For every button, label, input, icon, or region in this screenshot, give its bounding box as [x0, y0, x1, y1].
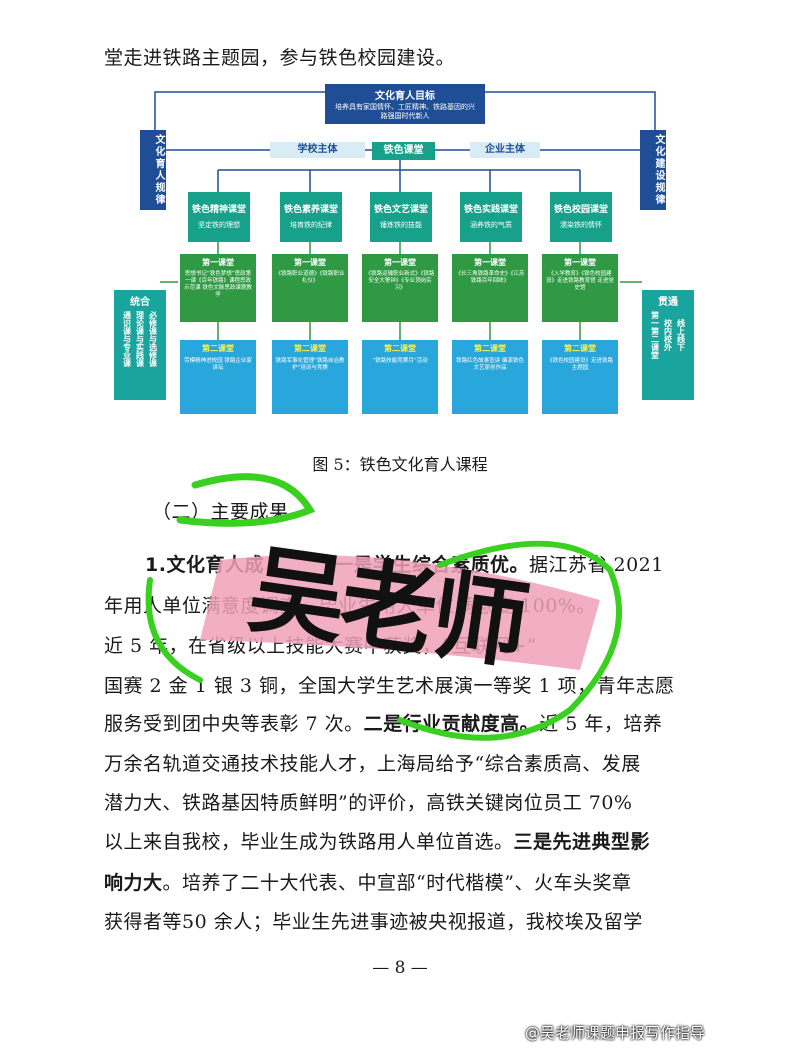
para-line-8: 以上来自我校，毕业生成为铁路用人单位首选。三是先进典型影 [104, 831, 651, 853]
course-box-5: 铁色校园课堂濡染铁的情怀 [550, 192, 612, 242]
curriculum-diagram: 文化育人目标 培养具有家国情怀、工匠精神、铁路基因的兴路强国时代新人 文化育人规… [110, 82, 694, 422]
first-class-box-3: 第一课堂《铁路运输职业新式》《铁路安全大警钟》《专业顶岗实习》 [362, 254, 438, 322]
first-class-box-1: 第一课堂思想书记“铁色梦想”思政第一课《百年铁路》课程思政示范课 铁色文脉思政课… [180, 254, 256, 322]
right-connection-block: 贯通 第一第二课堂 校内校外 线上线下 [642, 290, 694, 400]
para-line-9: 响力大。培养了二十大代表、中宣部“时代楷模”、火车头奖章 [104, 872, 632, 894]
stamp-graphic [145, 473, 622, 741]
second-class-box-2: 第二课堂铁路军事化管理“铁路自治教护”培训与竞赛 [272, 340, 348, 414]
para-line-6: 万余名轨道交通技术技能人才，上海局给予“综合素质高、发展 [104, 753, 641, 775]
right-side-label: 文化建设规律 [640, 130, 666, 210]
second-class-box-3: 第二课堂“铁路技能竞赛月”活动 [362, 340, 438, 414]
first-class-box-2: 第一课堂《铁路职业道德》《铁路职业礼仪》 [272, 254, 348, 322]
para-line-4: 国赛 2 金 1 银 3 铜，全国大学生艺术展演一等奖 1 项，青年志愿 [104, 675, 675, 697]
course-box-1: 铁色精神课堂坚定铁的理想 [188, 192, 250, 242]
left-side-label: 文化育人规律 [140, 130, 166, 210]
course-box-3: 铁色文艺课堂锤炼铁的技能 [370, 192, 432, 242]
center-label: 铁色课堂 [372, 142, 435, 160]
first-class-box-4: 第一课堂《长三角铁路革命史》《江苏铁路百年回眸》 [452, 254, 528, 322]
para-line-5: 服务受到团中央等表彰 7 次。二是行业贡献度高。近 5 年，培养 [104, 713, 663, 735]
para-line-10: 获得者等50 余人；毕业生先进事迹被央视报道，我校埃及留学 [104, 911, 643, 933]
course-box-2: 铁色素养课堂培育铁的纪律 [280, 192, 342, 242]
school-subject-label: 学校主体 [270, 142, 365, 158]
enterprise-subject-label: 企业主体 [470, 142, 540, 158]
second-class-box-5: 第二课堂《铁色校园建设》走进铁路主题园 [542, 340, 618, 414]
second-class-box-1: 第二课堂劳模精神进校园 铁路企业家讲坛 [180, 340, 256, 414]
goal-title: 文化育人目标 [375, 91, 435, 102]
figure-caption: 图 5：铁色文化育人课程 [312, 455, 488, 474]
goal-box: 文化育人目标 培养具有家国情怀、工匠精神、铁路基因的兴路强国时代新人 [325, 84, 485, 124]
left-integration-block: 统合 通识课与专业课 理论课与实践课 必修课与选修课 [114, 290, 166, 400]
page-number: — 8 — [372, 958, 428, 978]
watermark-stamp: 吴老师 [140, 470, 640, 750]
course-box-4: 铁色实践课堂涵养铁的气质 [460, 192, 522, 242]
top-text-line: 堂走进铁路主题园，参与铁色校园建设。 [104, 47, 456, 69]
footer-watermark: @吴老师课题申报写作指导 [525, 1024, 706, 1042]
first-class-box-5: 第一课堂《入学教育》《铁色校园建设》走进铁路教育馆 走进党史馆 [542, 254, 618, 322]
goal-text: 培养具有家国情怀、工匠精神、铁路基因的兴路强国时代新人 [335, 103, 475, 120]
para-line-7: 潜力大、铁路基因特质鲜明”的评价，高铁关键岗位员工 70% [104, 792, 633, 814]
second-class-box-4: 第二课堂铁路红色故事宣讲 编演铁色文艺原创作品 [452, 340, 528, 414]
